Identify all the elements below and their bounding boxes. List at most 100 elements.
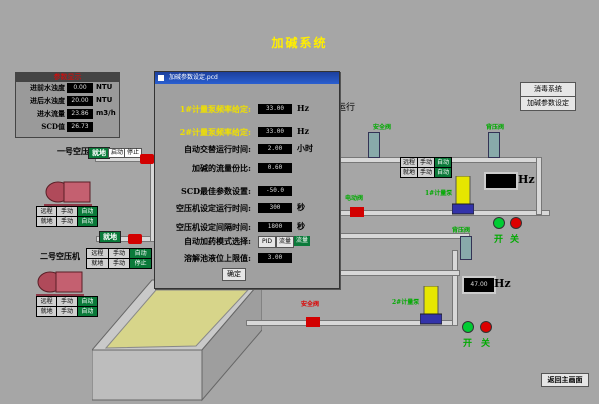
pipe-mid (338, 270, 460, 276)
pump-2-label: 2#计量泵 (392, 299, 420, 306)
cmd-grid-4[interactable]: 远程手动自动 就地手动自动 (400, 157, 452, 178)
param-label: 空压机设定间隔时间: (176, 222, 251, 232)
mode-flow-option[interactable]: 流量 (276, 236, 294, 248)
hz-unit-1: Hz (518, 173, 535, 186)
valve-icon[interactable] (460, 236, 472, 260)
valve-icon[interactable] (128, 234, 142, 244)
status-value: 23.86 (67, 109, 93, 119)
compressor-2-mode[interactable]: 就地 (99, 231, 121, 243)
metering-pump-2-icon[interactable] (420, 286, 442, 326)
off-label: 关 (481, 339, 491, 349)
off-indicator[interactable] (480, 321, 492, 333)
off-label: 关 (510, 235, 520, 245)
param-unit: Hz (297, 103, 310, 113)
dialog-param-row: 加碱的流量份比: 0.60 (155, 161, 339, 175)
param-unit: Hz (297, 126, 310, 136)
status-unit: NTU (96, 83, 113, 91)
param-unit: 小时 (297, 143, 313, 153)
status-unit: m3/h (96, 109, 116, 117)
app-icon (158, 75, 164, 81)
dialog-title: 加碱参数设定.pcd (169, 74, 218, 81)
on-indicator[interactable] (462, 321, 474, 333)
pipe-right-vert (536, 157, 542, 215)
on-label: 开 (463, 339, 473, 349)
compressor-1-mode[interactable]: 就地 (88, 147, 110, 159)
valve-label: 安全阀 (301, 301, 320, 308)
hz-display-1 (484, 172, 518, 190)
dialog-param-row: 空压机设定间隔时间: 1800 秒 (155, 220, 339, 234)
return-main-button[interactable]: 返回主画面 (541, 373, 589, 387)
compressor-1-stop[interactable]: 停止 (124, 148, 142, 158)
param-label: 1#计量泵频率给定: (179, 104, 251, 114)
param-value-input[interactable]: 0.60 (258, 163, 292, 173)
param-label: 加碱的流量份比: (192, 163, 251, 173)
page-title: 加碱系统 (271, 36, 328, 50)
compressor-2-label: 二号空压机 (40, 251, 80, 261)
valve-icon[interactable] (350, 207, 364, 217)
param-value-input[interactable]: -50.0 (258, 186, 292, 196)
metering-pump-1-icon[interactable] (452, 176, 474, 216)
compressor-1-label: 一号空压机 (57, 146, 97, 156)
cmd-grid-3[interactable]: 远程手动自动 就地手动自动 (36, 296, 98, 317)
valve-icon[interactable] (368, 132, 380, 158)
param-label: 自动交替运行时间: (184, 144, 251, 154)
param-label: 2#计量泵频率给定: (179, 127, 251, 137)
param-label: SCD最佳参数设置: (180, 186, 251, 196)
on-indicator[interactable] (493, 217, 505, 229)
disinfection-system-button[interactable]: 消毒系统 (520, 82, 576, 97)
valve-icon[interactable] (488, 132, 500, 158)
param-value-input[interactable]: 2.00 (258, 144, 292, 154)
mode-select-row: 自动加药模式选择: PID 流量 流量 (155, 234, 339, 248)
valve-icon[interactable] (140, 154, 154, 164)
dialog-param-row: 自动交替运行时间: 2.00 小时 (155, 142, 339, 156)
status-value: 26.73 (67, 122, 93, 132)
status-panel-header: 参数显示 (16, 73, 119, 82)
confirm-button[interactable]: 确定 (222, 268, 246, 281)
status-value: 0.00 (67, 83, 93, 93)
param-value-input[interactable]: 33.00 (258, 127, 292, 137)
off-indicator[interactable] (510, 217, 522, 229)
on-label: 开 (494, 235, 504, 245)
mode-active-indicator: 流量 (294, 236, 310, 246)
param-unit: 秒 (297, 221, 305, 231)
pipe-bottom-vert (452, 250, 458, 326)
param-value-input[interactable]: 3.00 (258, 253, 292, 263)
hz-unit-2: Hz (494, 277, 511, 290)
running-label: 运行 (337, 103, 356, 113)
dialog-title-bar: 加碱参数设定.pcd (155, 72, 339, 84)
valve-label: 背压阀 (452, 227, 471, 234)
param-value-input[interactable]: 33.00 (258, 104, 292, 114)
dialog-param-row: 溶解池液位上限值: 3.00 (155, 251, 339, 265)
dissolving-tank (92, 279, 262, 402)
pipe-right-upper (338, 210, 550, 216)
status-label: 进前水浊度 (30, 83, 65, 92)
param-value-input[interactable]: 1800 (258, 222, 292, 232)
valve-label: 背压阀 (486, 124, 505, 131)
mode-pid-option[interactable]: PID (258, 236, 276, 248)
param-value-input[interactable]: 300 (258, 203, 292, 213)
param-unit: 秒 (297, 202, 305, 212)
cmd-grid-2[interactable]: 远程手动自动 就地手动停止 (86, 248, 152, 269)
status-label: 进后水浊度 (30, 96, 65, 105)
cmd-grid-1[interactable]: 远程手动自动 就地手动自动 (36, 206, 98, 227)
mode-select-label: 自动加药模式选择: (184, 236, 251, 246)
status-label: 进水流量 (37, 109, 65, 118)
pump-1-label: 1#计量泵 (425, 190, 453, 197)
valve-label: 电动阀 (345, 195, 364, 202)
valve-label: 安全阀 (373, 124, 392, 131)
dialog-param-row: 2#计量泵频率给定: 33.00 Hz (155, 125, 339, 139)
param-label: 溶解池液位上限值: (184, 253, 251, 263)
dialog-param-row: SCD最佳参数设置: -50.0 (155, 184, 339, 198)
hz-display-2: 47.00 (462, 276, 496, 294)
status-label: SCD值 (41, 122, 65, 131)
dialog-param-row: 1#计量泵频率给定: 33.00 Hz (155, 102, 339, 116)
status-unit: NTU (96, 96, 113, 104)
valve-icon[interactable] (306, 317, 320, 327)
alkali-params-button[interactable]: 加碱参数设定 (520, 96, 576, 111)
